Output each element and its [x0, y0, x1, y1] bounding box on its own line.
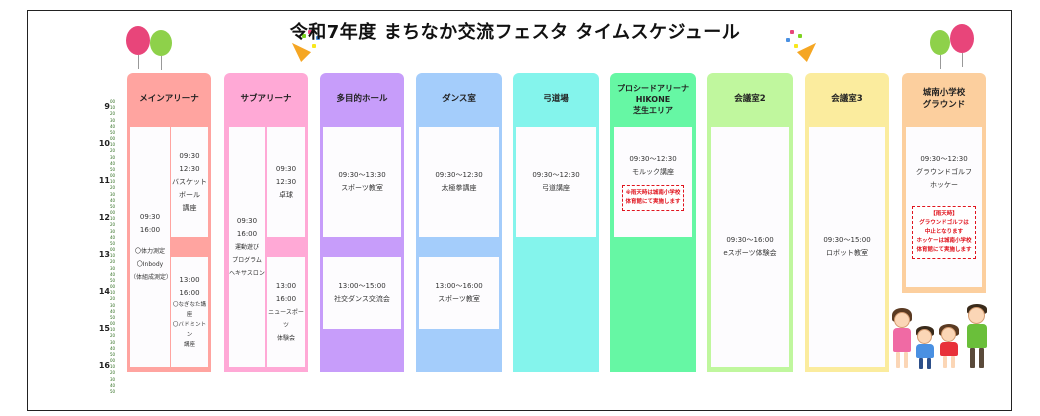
hour-label: 14	[98, 287, 110, 296]
column-sub-arena: サブアリーナ 09:30 16:00 運動遊び プログラム ヘキサスロン 09:…	[224, 73, 308, 372]
column-jonan-school: 城南小学校 グラウンド 09:30～12:30 グラウンドゴルフ ホッケー 【雨…	[902, 73, 986, 293]
minute-tick: 30	[110, 117, 116, 123]
event-box-new-sports: 13:00 16:00 ニュースポーツ 体験会	[267, 257, 305, 367]
rain-note: 【雨天時】 グラウンドゴルフは 中止となります ホッケーは城南小学校 体育館にて…	[912, 206, 976, 259]
rain-note: ※雨天時は城南小学校 体育館にて実施します	[622, 185, 684, 211]
column-main-arena: メインアリーナ 09:30 16:00 〇体力測定 〇Inbody （体組成測定…	[127, 73, 211, 372]
column-title: ダンス室	[442, 94, 476, 104]
minute-tick: 50	[110, 314, 116, 320]
minute-tick: 40	[110, 160, 116, 166]
minute-tick: 40	[110, 123, 116, 129]
hour-label: 15	[98, 324, 110, 333]
column-meeting-room-3: 会議室3 09:30～15:00 ロボット教室	[805, 73, 889, 372]
minute-tick: 20	[110, 185, 116, 191]
minute-tick: 50	[110, 166, 116, 172]
event-box-sports-class: 09:30～13:30 スポーツ教室	[323, 127, 401, 237]
column-meeting-room-2: 会議室2 09:30～16:00 eスポーツ体験会	[707, 73, 793, 372]
event-box-movement-play: 09:30 16:00 運動遊び プログラム ヘキサスロン	[229, 127, 265, 367]
hour-label: 13	[98, 250, 110, 259]
event-box-archery: 09:30～12:30 弓道講座	[516, 127, 596, 237]
minute-tick: 50	[110, 351, 116, 357]
column-multipurpose-hall: 多目的ホール 09:30～13:30 スポーツ教室 13:00～15:00 社交…	[320, 73, 404, 372]
minute-tick: 10	[110, 179, 116, 185]
column-proceed-arena: プロシードアリーナ HIKONE 芝生エリア 09:30～12:30 モルック講…	[610, 73, 696, 372]
minute-tick: 50	[110, 129, 116, 135]
party-popper-left-icon	[286, 28, 324, 63]
minute-tick: 20	[110, 333, 116, 339]
column-title: 会議室2	[734, 94, 766, 104]
minute-tick: 40	[110, 382, 116, 388]
minute-tick: 30	[110, 228, 116, 234]
column-archery-hall: 弓道場 09:30～12:30 弓道講座	[513, 73, 599, 372]
minute-tick: 00	[110, 321, 116, 326]
minute-tick: 10	[110, 364, 116, 370]
minute-tick: 20	[110, 370, 116, 376]
event-box-basketball: 09:30 12:30 バスケット ボール 講座	[171, 127, 208, 237]
minute-tick: 10	[110, 216, 116, 222]
hour-label: 12	[98, 213, 110, 222]
minute-tick: 40	[110, 234, 116, 240]
minute-tick: 50	[110, 277, 116, 283]
hour-label: 16	[98, 361, 110, 370]
minute-tick: 10	[110, 142, 116, 148]
column-title: 多目的ホール	[336, 94, 388, 104]
column-title: プロシードアリーナ HIKONE 芝生エリア	[617, 83, 689, 115]
minute-tick: 40	[110, 197, 116, 203]
minute-tick: 00	[110, 247, 116, 252]
minute-tick: 30	[110, 265, 116, 271]
minute-tick: 40	[110, 308, 116, 314]
hour-label: 10	[98, 139, 110, 148]
minute-tick: 30	[110, 302, 116, 308]
minute-tick: 30	[110, 376, 116, 382]
minute-tick: 30	[110, 339, 116, 345]
children-illustration	[888, 302, 998, 372]
event-box-taichi: 09:30～12:30 太極拳講座	[419, 127, 499, 237]
column-title: サブアリーナ	[240, 94, 292, 104]
minute-tick: 20	[110, 111, 116, 117]
minute-tick: 10	[110, 253, 116, 259]
event-box-robot: 09:30～15:00 ロボット教室	[809, 127, 885, 367]
minute-tick: 20	[110, 222, 116, 228]
minute-tick: 50	[110, 203, 116, 209]
minute-tick: 20	[110, 148, 116, 154]
party-popper-right-icon	[786, 28, 822, 63]
minute-tick: 30	[110, 191, 116, 197]
minute-tick: 00	[110, 99, 116, 104]
minute-tick: 10	[110, 327, 116, 333]
column-dance-room: ダンス室 09:30～12:30 太極拳講座 13:00～16:00 スポーツ教…	[416, 73, 502, 372]
event-box-social-dance: 13:00～15:00 社交ダンス交流会	[323, 257, 401, 329]
column-title: 弓道場	[543, 94, 569, 104]
event-box-table-tennis: 09:30 12:30 卓球	[267, 127, 305, 237]
hour-label: 11	[98, 176, 110, 185]
minute-tick: 50	[110, 388, 116, 394]
column-title: メインアリーナ	[139, 94, 199, 104]
event-box-esports: 09:30～16:00 eスポーツ体験会	[711, 127, 789, 367]
event-box-sports-class: 13:00～16:00 スポーツ教室	[419, 257, 499, 329]
column-title: 会議室3	[831, 94, 863, 104]
minute-tick: 50	[110, 240, 116, 246]
minute-tick: 10	[110, 290, 116, 296]
page-title: 令和7年度 まちなか交流フェスタ タイムスケジュール	[289, 22, 741, 43]
event-box-naginata: 13:00 16:00 〇なぎなた講座 〇バドミントン 講座	[171, 257, 208, 367]
minute-tick: 00	[110, 284, 116, 289]
minute-tick: 00	[110, 358, 116, 363]
minute-tick: 00	[110, 136, 116, 141]
event-box-ground-golf: 09:30～12:30 グラウンドゴルフ ホッケー 【雨天時】 グラウンドゴルフ…	[906, 127, 982, 287]
minute-tick: 10	[110, 105, 116, 111]
minute-tick: 40	[110, 345, 116, 351]
event-box-fitness: 09:30 16:00 〇体力測定 〇Inbody （体組成測定）	[130, 127, 172, 367]
minute-tick: 30	[110, 154, 116, 160]
minute-tick: 20	[110, 259, 116, 265]
minute-tick: 40	[110, 271, 116, 277]
minute-tick: 00	[110, 210, 116, 215]
hour-label: 9	[104, 102, 110, 111]
event-box-molkky: 09:30～12:30 モルック講座 ※雨天時は城南小学校 体育館にて実施します	[614, 127, 692, 237]
minute-tick: 00	[110, 173, 116, 178]
column-title: 城南小学校 グラウンド	[922, 88, 966, 110]
minute-tick: 20	[110, 296, 116, 302]
